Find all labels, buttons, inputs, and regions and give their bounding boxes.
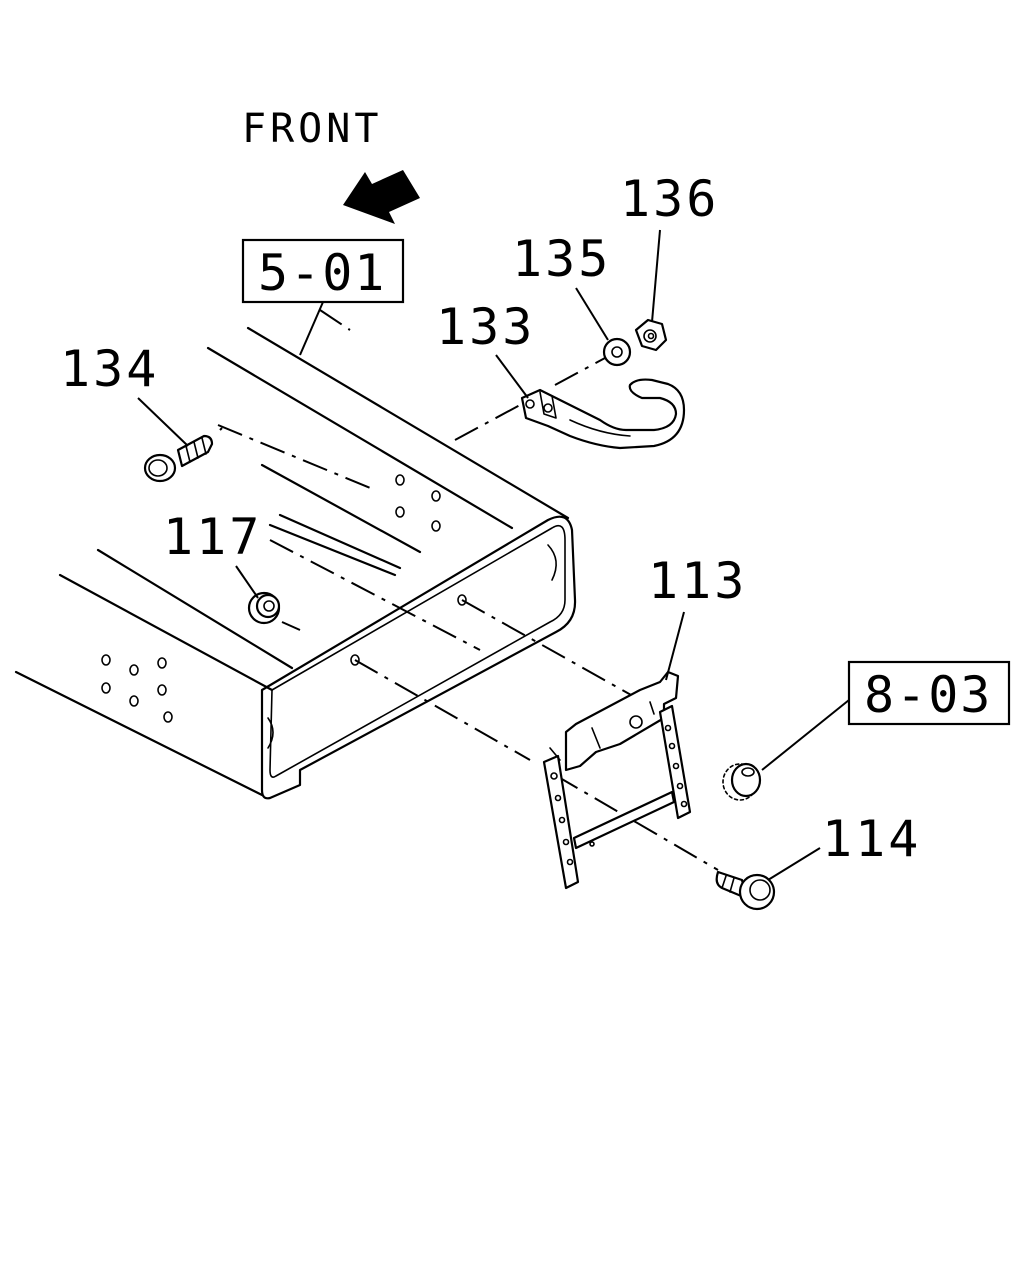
cap-icon bbox=[722, 762, 762, 801]
leader-lines bbox=[137, 229, 850, 881]
nut-icon bbox=[247, 591, 281, 625]
assembly-lines bbox=[217, 309, 719, 871]
part-114-label: 114 bbox=[822, 810, 921, 868]
ref-8-03-label: 8-03 bbox=[864, 666, 992, 724]
front-label: FRONT bbox=[242, 106, 382, 152]
part-113-label: 113 bbox=[648, 552, 747, 610]
part-134-label: 134 bbox=[60, 340, 159, 398]
part-136-label: 136 bbox=[620, 170, 719, 228]
bolt-icon bbox=[715, 870, 776, 911]
frame-rail bbox=[14, 326, 577, 800]
arrow-front-icon bbox=[343, 170, 420, 224]
washer-icon bbox=[602, 337, 632, 367]
nut-icon bbox=[634, 318, 668, 352]
ref-5-01-label: 5-01 bbox=[258, 244, 386, 302]
bracket-icon bbox=[542, 670, 692, 890]
part-133-label: 133 bbox=[436, 298, 535, 356]
bolt-icon bbox=[143, 434, 214, 483]
part-117-label: 117 bbox=[163, 508, 262, 566]
ref-box-8-03[interactable]: 8-03 bbox=[847, 660, 1011, 726]
part-135-label: 135 bbox=[512, 230, 611, 288]
tow-hook-icon bbox=[520, 378, 686, 450]
ref-box-5-01[interactable]: 5-01 bbox=[241, 238, 405, 304]
